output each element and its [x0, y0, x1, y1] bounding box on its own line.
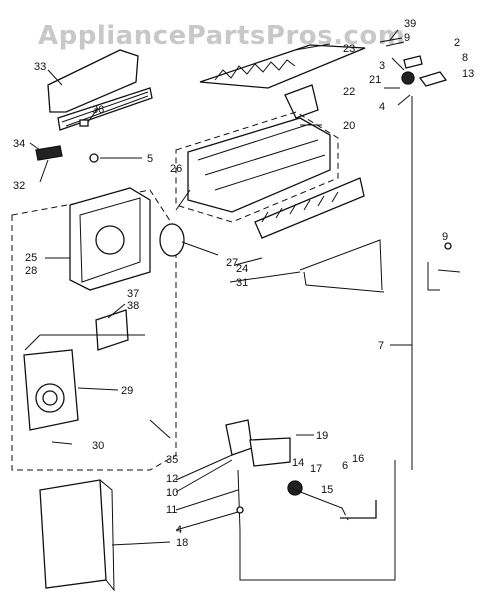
callout-4-top: 4 — [379, 101, 385, 113]
callout-17: 17 — [310, 463, 322, 475]
callout-31: 31 — [236, 277, 248, 289]
callout-9: 9 — [404, 32, 410, 44]
watermark: AppliancePartsPros.com — [38, 21, 405, 51]
callout-37: 37 — [127, 288, 139, 300]
callout-34: 34 — [13, 138, 25, 150]
ice-bucket — [39, 479, 115, 592]
callout-20: 20 — [343, 120, 355, 132]
callout-3: 3 — [379, 60, 385, 72]
fill-tube-fittings — [379, 37, 448, 87]
callout-35: 35 — [166, 454, 178, 466]
callout-10: 10 — [166, 487, 178, 499]
callout-6: 6 — [342, 460, 348, 472]
callout-33: 33 — [34, 61, 46, 73]
callout-13: 13 — [462, 68, 474, 80]
callout-36: 36 — [92, 104, 104, 116]
callout-18: 18 — [176, 537, 188, 549]
callout-4-bottom: 4 — [176, 524, 182, 536]
leader-lines — [29, 29, 412, 546]
callout-23: 23 — [343, 43, 355, 55]
callout-7: 7 — [378, 340, 384, 352]
callout-29: 29 — [121, 385, 133, 397]
callout-21: 21 — [369, 74, 381, 86]
callout-12: 12 — [166, 473, 178, 485]
shutoff-arm-bracket — [35, 49, 153, 163]
callout-15: 15 — [321, 484, 333, 496]
callout-38: 38 — [127, 300, 139, 312]
callout-26: 26 — [170, 163, 182, 175]
callout-9-right: 9 — [442, 231, 448, 243]
callout-25: 25 — [25, 252, 37, 264]
callout-19: 19 — [316, 430, 328, 442]
callout-11: 11 — [166, 504, 177, 516]
callout-22: 22 — [343, 86, 355, 98]
control-module-group — [11, 187, 185, 471]
water-valve-assembly — [225, 96, 413, 581]
callout-30: 30 — [92, 440, 104, 452]
callout-5: 5 — [147, 153, 153, 165]
callout-39: 39 — [404, 18, 416, 30]
callout-28: 28 — [25, 265, 37, 277]
callout-labels: 39 9 2 23 8 33 3 13 21 22 36 4 20 34 5 3… — [13, 18, 474, 549]
ice-maker-mould — [175, 44, 385, 293]
callout-24: 24 — [236, 263, 248, 275]
callout-32: 32 — [13, 180, 25, 192]
callout-16: 16 — [352, 453, 364, 465]
callout-14: 14 — [292, 457, 304, 469]
callout-2: 2 — [454, 37, 460, 49]
side-bracket — [427, 242, 461, 291]
callout-27: 27 — [226, 257, 238, 269]
callout-8: 8 — [462, 52, 468, 64]
